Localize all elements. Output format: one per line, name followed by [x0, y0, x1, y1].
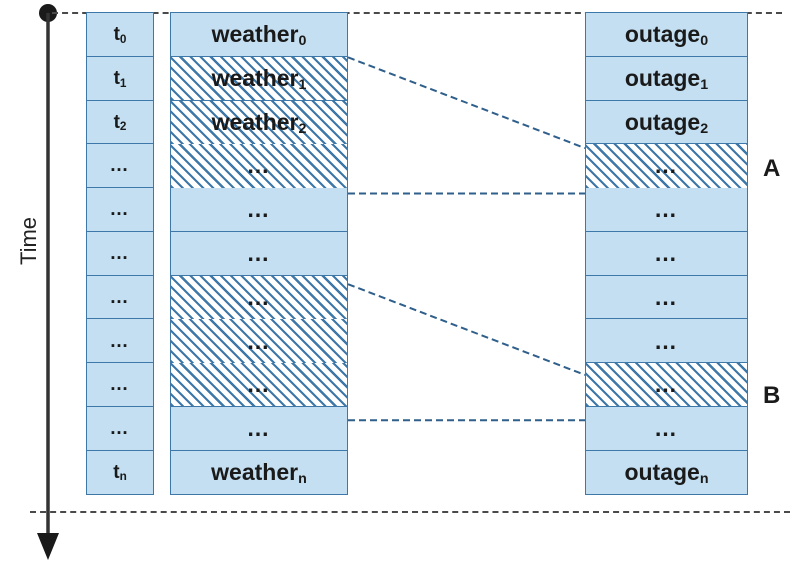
hatch-pattern — [586, 363, 747, 407]
time-cell-label-1: t1 — [113, 67, 127, 90]
hatch-pattern — [171, 319, 347, 363]
outage-cell-label-6: … — [654, 283, 679, 310]
hatch-pattern — [171, 275, 347, 319]
weather-cell-0: weather0 — [170, 12, 348, 58]
weather-cell-9: … — [170, 405, 348, 452]
time-cell-label-6: … — [109, 286, 131, 308]
time-cell-2: t2 — [86, 99, 154, 145]
time-cell-9: … — [86, 405, 154, 452]
outage-column: outage0 outage1 outage2 … … … … … … … outagen — [585, 12, 748, 511]
subscript: 0 — [298, 33, 307, 50]
axis-arrow-down-icon — [37, 533, 59, 560]
outage-cell-6: … — [585, 274, 748, 320]
time-axis-graphic — [37, 4, 59, 560]
weather-cell-label-9: … — [246, 415, 272, 442]
time-cell-3: … — [86, 143, 154, 189]
outage-cell-label-5: … — [654, 240, 679, 266]
time-cell-label-0: t0 — [113, 24, 127, 46]
hatch-pattern — [171, 144, 347, 188]
weather-cell-7: … — [170, 318, 348, 364]
time-cell-4: … — [86, 187, 154, 233]
time-cell-1: t1 — [86, 55, 154, 102]
time-cell-6: … — [86, 274, 154, 320]
time-cell-label-4: … — [109, 199, 131, 221]
outage-cell-4: … — [585, 187, 748, 233]
subscript: 2 — [119, 120, 127, 134]
hatch-pattern — [586, 144, 747, 188]
weather-cell-5: … — [170, 230, 348, 277]
subscript: 0 — [700, 33, 709, 50]
outage-cell-label-8: … — [654, 371, 679, 398]
weather-cell-label-2: weather2 — [211, 108, 307, 137]
outage-cell-2: outage2 — [585, 99, 748, 145]
outage-cell-0: outage0 — [585, 12, 748, 58]
subscript: 1 — [700, 77, 709, 94]
weather-cell-label-5: … — [246, 240, 272, 266]
weather-cell-8: … — [170, 362, 348, 408]
weather-cell-2: weather2 — [170, 99, 348, 145]
time-cell-0: t0 — [86, 12, 154, 58]
time-cell-label-2: t2 — [113, 111, 127, 134]
subscript: 0 — [119, 32, 127, 46]
outage-cell-1: outage1 — [585, 55, 748, 102]
subscript: 1 — [298, 77, 307, 94]
outage-cell-label-1: outage1 — [624, 64, 709, 94]
time-cell-7: … — [86, 318, 154, 364]
connector-a-upper-line — [347, 56, 586, 150]
time-cell-label-5: … — [109, 243, 131, 264]
weather-cell-label-3: … — [246, 152, 272, 179]
time-cell-10: tn — [86, 449, 154, 496]
weather-cell-label-10: weathern — [211, 458, 307, 487]
subscript: n — [699, 470, 709, 487]
time-cell-label-8: … — [109, 374, 131, 396]
time-cell-label-9: … — [109, 418, 131, 440]
subscript: 2 — [700, 120, 709, 137]
outage-cell-label-4: … — [654, 196, 679, 223]
subscript: 2 — [298, 120, 307, 137]
side-label-b: B — [763, 381, 781, 409]
weather-cell-label-8: … — [246, 371, 272, 398]
outage-cell-8: … — [585, 362, 748, 408]
time-cell-8: … — [86, 362, 154, 408]
time-cell-label-3: … — [109, 155, 131, 177]
connector-b-upper-line — [347, 283, 586, 376]
weather-cell-label-7: … — [246, 327, 272, 354]
weather-cell-3: … — [170, 143, 348, 189]
time-column: t0 t1 t2 … … … … … … … tn — [86, 12, 154, 511]
weather-cell-1: weather1 — [170, 55, 348, 102]
outage-cell-label-3: … — [654, 152, 679, 179]
weather-cell-6: … — [170, 274, 348, 320]
time-cell-5: … — [86, 230, 154, 277]
guide-line-top — [52, 12, 782, 14]
guide-line-bottom — [30, 511, 790, 513]
weather-cell-4: … — [170, 187, 348, 233]
outage-cell-label-10: outagen — [624, 458, 709, 487]
outage-cell-7: … — [585, 318, 748, 364]
outage-cell-10: outagen — [585, 449, 748, 496]
outage-cell-label-2: outage2 — [624, 108, 709, 137]
weather-cell-label-1: weather1 — [211, 64, 307, 94]
hatch-pattern — [171, 56, 347, 101]
hatch-pattern — [171, 363, 347, 407]
outage-cell-label-9: … — [654, 415, 679, 442]
outage-cell-5: … — [585, 230, 748, 277]
outage-cell-3: … — [585, 143, 748, 189]
side-label-a: A — [763, 154, 781, 182]
outage-cell-9: … — [585, 405, 748, 452]
weather-column: weather0 weather1 weather2 … … … … … … … weathern — [170, 12, 348, 511]
weather-cell-label-0: weather0 — [211, 21, 307, 50]
time-axis-label: Time — [16, 216, 41, 266]
hatch-pattern — [171, 100, 347, 144]
time-cell-label-10: tn — [113, 461, 127, 484]
weather-cell-label-6: … — [246, 283, 272, 310]
outage-cell-label-7: … — [654, 327, 679, 354]
weather-cell-10: weathern — [170, 449, 348, 496]
time-cell-label-7: … — [109, 330, 131, 352]
weather-cell-label-4: … — [246, 196, 272, 223]
subscript: n — [298, 470, 307, 487]
subscript: n — [119, 470, 127, 484]
time-axis: Time — [0, 0, 80, 566]
outage-cell-label-0: outage0 — [624, 21, 709, 50]
subscript: 1 — [119, 76, 127, 90]
